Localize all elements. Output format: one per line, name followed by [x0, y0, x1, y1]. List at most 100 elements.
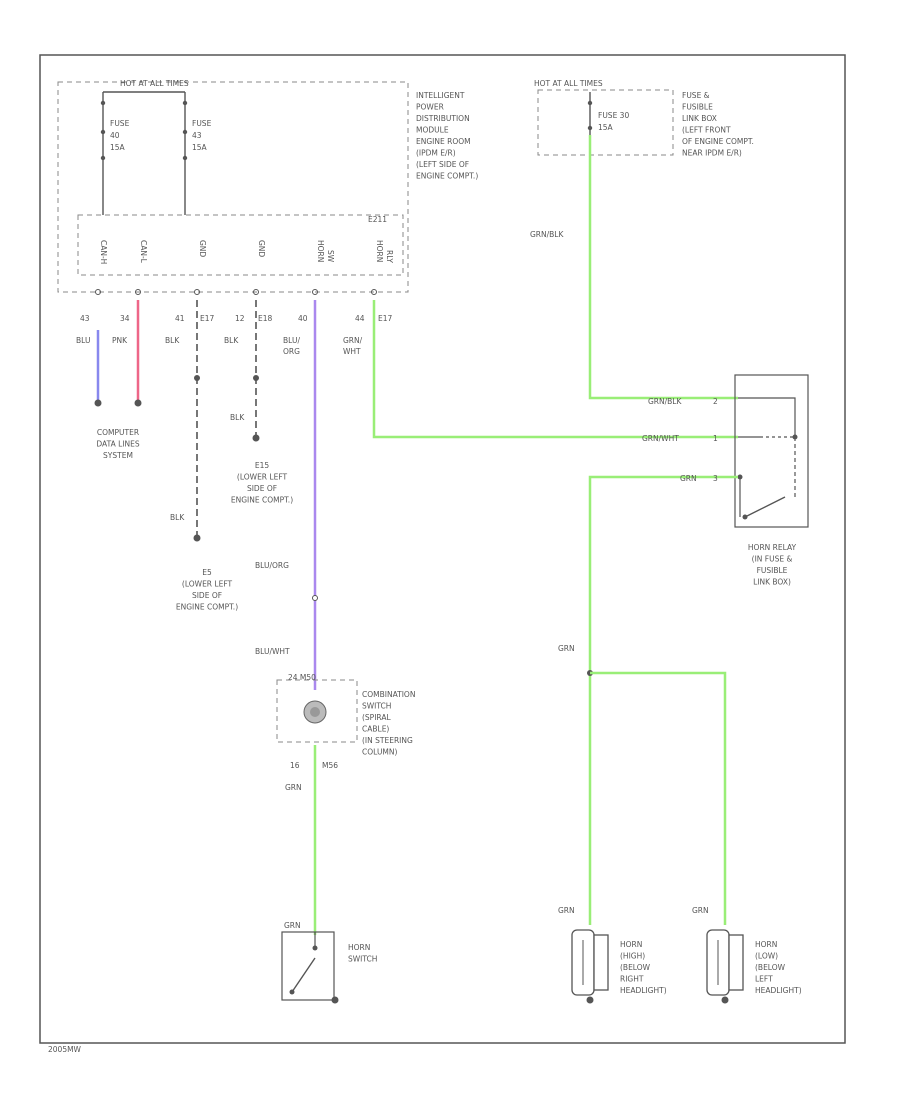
- w3-splice: [194, 375, 200, 381]
- computer-data-line: COMPUTER: [97, 428, 139, 437]
- fuse40-bot-dot: [100, 155, 106, 161]
- pin-mark-6: [371, 289, 377, 295]
- horn-relay: [734, 374, 809, 528]
- horn-high-grn-label: GRN: [558, 906, 575, 915]
- grn-right-label: GRN: [558, 644, 575, 653]
- ipdm-pin-sublabel: RLY: [385, 250, 394, 263]
- ipdm-pin-label: HORN: [375, 240, 384, 262]
- fuse43-label-0: FUSE: [192, 119, 212, 128]
- combination-switch: 24 M50 16 M56 COMBINATIONSWITCH(SPIRALCA…: [276, 673, 415, 770]
- ipdm-wires: 43 BLU 34 PNK 41 E17 BLK 12 E18 BLK 40 B…: [76, 289, 738, 690]
- w2-pin: 34: [120, 314, 130, 323]
- ipdm-pin-label: CAN-L: [139, 240, 148, 264]
- w6-conn: E17: [378, 314, 393, 323]
- relay-contact-dot: [742, 514, 748, 520]
- horn-relay-line: FUSIBLE: [757, 566, 788, 575]
- relay-out-color: GRN: [680, 474, 697, 483]
- w5-color-b: ORG: [283, 347, 300, 356]
- horn-high-line: HEADLIGHT): [620, 986, 667, 995]
- fuse-link-box: HOT AT ALL TIMES FUSE 30 15A FUSE &FUSIB…: [534, 79, 754, 158]
- horn-high-ground: [586, 996, 594, 1004]
- horn-switch-line: SWITCH: [348, 955, 377, 964]
- w6-pin: 44: [355, 314, 365, 323]
- horn-low-ground: [721, 996, 729, 1004]
- horn-high-bell: [593, 934, 609, 991]
- grn-blk-top-label: GRN/BLK: [530, 230, 564, 239]
- w4-splice: [253, 375, 259, 381]
- ipdm-desc-line: INTELLIGENT: [416, 91, 465, 100]
- w4-color: BLK: [224, 336, 239, 345]
- w2-color: PNK: [112, 336, 128, 345]
- ipdm-desc-line: POWER: [416, 103, 444, 112]
- combination-switch-line: COLUMN): [362, 748, 398, 757]
- e5-blk-label: BLK: [170, 513, 185, 522]
- flb-desc-line: (LEFT FRONT: [682, 126, 731, 135]
- e5-line: (LOWER LEFT: [182, 580, 233, 589]
- relay-in2-pin: 1: [713, 434, 718, 443]
- horn-high-line: RIGHT: [620, 975, 644, 984]
- relay-contact-arm: [744, 496, 786, 518]
- spiral-cable-core: [310, 707, 320, 717]
- horn-switch-box: [281, 931, 335, 1001]
- fuse40-top-dot: [100, 100, 106, 106]
- pin-mark-4: [253, 289, 259, 295]
- ipdm-pin-label: GND: [257, 240, 266, 257]
- ipdm-connector-box: [77, 214, 404, 276]
- flb-desc-line: FUSIBLE: [682, 103, 713, 112]
- horn-low-bell: [728, 934, 744, 991]
- horn-sw-ground: [331, 996, 339, 1004]
- combination-switch-line: SWITCH: [362, 702, 391, 711]
- w6-color-b: WHT: [343, 347, 361, 356]
- fuse40-mid-dot: [100, 129, 106, 135]
- w5-connector: [312, 595, 318, 601]
- fuse43-top-dot: [182, 100, 188, 106]
- ipdm-hot-label: HOT AT ALL TIMES: [120, 79, 189, 88]
- diagram-frame: [39, 54, 846, 1044]
- fuse40-label-2: 15A: [110, 143, 126, 152]
- relay-coil-line: [738, 397, 796, 437]
- ipdm-desc-line: ENGINE COMPT.): [416, 172, 478, 181]
- blu-org-label: BLU/ORG: [255, 561, 289, 570]
- horn-sw-top-label: GRN: [284, 921, 301, 930]
- w5-color-a: BLU/: [283, 336, 300, 345]
- horn-relay-line: (IN FUSE &: [752, 555, 793, 564]
- w3-color: BLK: [165, 336, 180, 345]
- horn-relay-line: LINK BOX): [753, 578, 791, 587]
- blu-wht-label: BLU/WHT: [255, 647, 290, 656]
- relay-in1-pin: 2: [713, 397, 718, 406]
- fuse-link-box-outline: [537, 89, 674, 156]
- e15-line: SIDE OF: [247, 484, 277, 493]
- combination-switch-line: (IN STEERING: [362, 736, 413, 745]
- w2-terminal: [134, 399, 142, 407]
- relay-out-grn-wire: [588, 475, 738, 925]
- fuse30-bot-dot: [587, 125, 593, 131]
- flb-desc-line: NEAR IPDM E/R): [682, 149, 742, 158]
- fuse43-label-2: 15A: [192, 143, 208, 152]
- ipdm-desc-line: MODULE: [416, 126, 449, 135]
- w3-pin: 41: [175, 314, 185, 323]
- grn-horn-low-wire: [590, 671, 727, 925]
- w1-terminal: [94, 399, 102, 407]
- e5-line: E5: [202, 568, 212, 577]
- horn-high-line: (HIGH): [620, 952, 645, 961]
- ipdm-connector-label: E211: [368, 215, 387, 224]
- e5-line: ENGINE COMPT.): [176, 603, 238, 612]
- combination-switch-box: [276, 679, 358, 743]
- fuse43-mid-dot: [182, 129, 188, 135]
- horn-relay-line: HORN RELAY: [748, 543, 797, 552]
- comb-conn-label: 24 M50: [288, 673, 316, 682]
- fuse43-label-1: 43: [192, 131, 202, 140]
- pin-mark-3: [194, 289, 200, 295]
- fuse30-label-1: 15A: [598, 123, 614, 132]
- e5-line: SIDE OF: [192, 591, 222, 600]
- combination-switch-line: (SPIRAL: [362, 713, 391, 722]
